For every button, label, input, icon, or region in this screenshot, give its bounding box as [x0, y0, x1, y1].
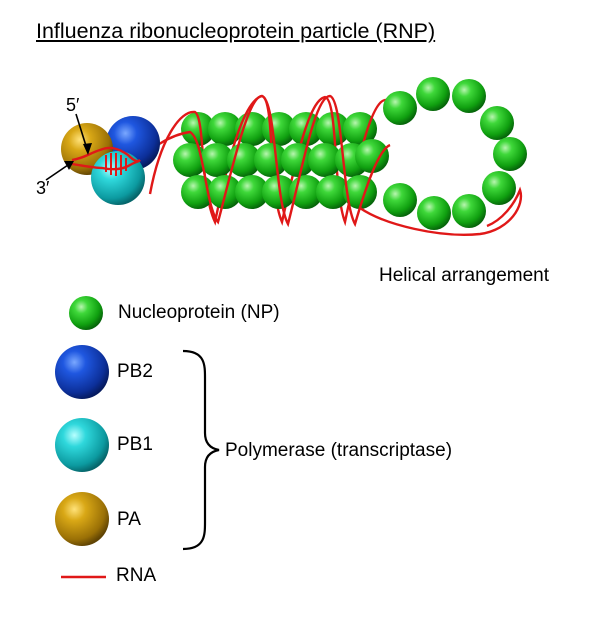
rna-strand-loop	[359, 186, 523, 236]
five-prime-label: 5′	[66, 95, 80, 115]
end-pointer-arrows	[45, 113, 92, 181]
legend-rna-label: RNA	[116, 565, 157, 586]
polymerase-complex	[61, 116, 160, 205]
legend-pa-swatch	[55, 492, 109, 546]
helical-arrangement-label: Helical arrangement	[379, 265, 550, 286]
diagram-title: Influenza ribonucleoprotein particle (RN…	[36, 19, 436, 43]
legend-np-label: Nucleoprotein (NP)	[118, 302, 280, 323]
legend-pb2-label: PB2	[117, 361, 153, 382]
legend-pb1-label: PB1	[117, 434, 153, 455]
rna-strand-front	[137, 94, 391, 228]
legend-pb2-swatch	[55, 345, 109, 399]
polymerase-brace	[182, 349, 220, 551]
legend-pa-label: PA	[117, 509, 141, 530]
np-loop	[383, 77, 527, 230]
pb1-subunit	[91, 151, 145, 205]
np-back-row	[181, 112, 377, 146]
legend-pb1-swatch	[55, 418, 109, 472]
legend-polymerase-label: Polymerase (transcriptase)	[225, 440, 453, 461]
legend-np-swatch	[69, 296, 103, 330]
rna-panhandle	[71, 146, 141, 176]
three-prime-label: 3′	[36, 178, 50, 198]
